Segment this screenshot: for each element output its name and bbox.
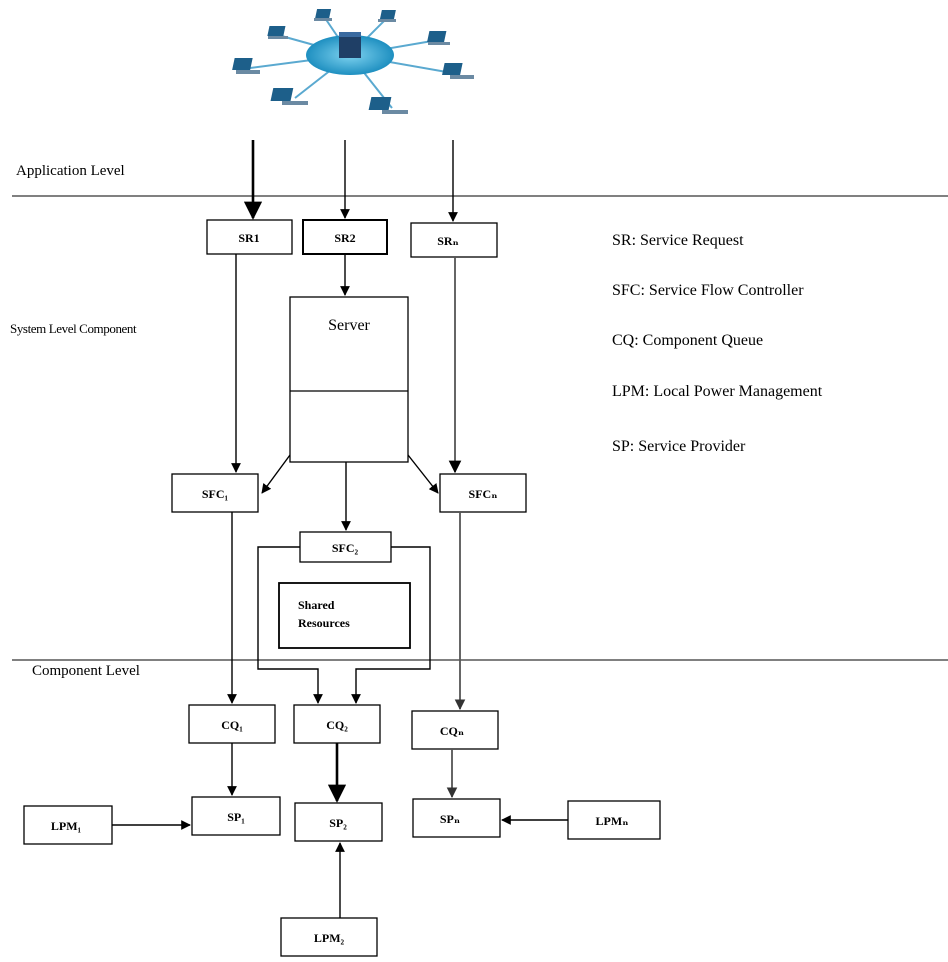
srn-label: SRₙ [437, 234, 459, 248]
lpm2-box: LPM₂ [280, 917, 378, 957]
sfc2-left-path [257, 546, 323, 704]
shared-resources-line1: Shared [298, 598, 335, 612]
laptop-icon [378, 10, 396, 22]
server-tower-icon [339, 32, 361, 58]
cq2-box: CQ₂ [293, 704, 381, 744]
sfc2-box: SFC₂ [299, 531, 392, 563]
shared-resources-line2: Resources [298, 616, 350, 630]
sfcn-box: SFCₙ [439, 473, 527, 513]
lpm1-label: LPM₁ [51, 819, 82, 833]
lpm1-box: LPM₁ [23, 805, 113, 845]
sr1-label: SR1 [238, 231, 259, 245]
laptop-icon [427, 31, 450, 45]
sfc2-label: SFC₂ [332, 541, 359, 555]
laptop-icon [442, 63, 474, 79]
lpmn-box: LPMₙ [567, 800, 661, 840]
arrow-server-to-sfc1 [261, 454, 291, 494]
legend-item-cq: CQ: Component Queue [612, 332, 763, 349]
sr2-label: SR2 [334, 231, 355, 245]
sr2-box: SR2 [302, 219, 388, 255]
cq1-label: CQ₁ [221, 718, 243, 732]
srn-box: SRₙ [410, 222, 498, 258]
sfcn-label: SFCₙ [469, 487, 498, 501]
cq1-box: CQ₁ [188, 704, 276, 744]
laptop-icon [232, 58, 260, 74]
sp1-box: SP₁ [191, 796, 281, 836]
cqn-box: CQₙ [411, 710, 499, 750]
legend-item-sp: SP: Service Provider [612, 438, 746, 455]
sfc1-label: SFC₁ [202, 487, 229, 501]
laptop-icon [267, 26, 288, 39]
component-level-label: Component Level [32, 663, 140, 679]
sp1-label: SP₁ [227, 810, 245, 824]
cq2-label: CQ₂ [326, 718, 348, 732]
laptop-icon [368, 97, 408, 114]
application-level-label: Application Level [16, 163, 125, 179]
shared-resources-box: Shared Resources [278, 582, 411, 649]
sp2-box: SP₂ [294, 802, 383, 842]
sr1-box: SR1 [206, 219, 293, 255]
legend-item-lpm: LPM: Local Power Management [612, 383, 823, 400]
laptop-icon [270, 88, 308, 105]
spn-label: SPₙ [440, 812, 460, 826]
legend-item-sfc: SFC: Service Flow Controller [612, 282, 804, 299]
system-level-label: System Level Component [10, 321, 137, 336]
cqn-label: CQₙ [440, 724, 464, 738]
lpmn-label: LPMₙ [596, 814, 629, 828]
spn-box: SPₙ [412, 798, 501, 838]
lpm2-label: LPM₂ [314, 931, 345, 945]
sfc1-box: SFC₁ [171, 473, 259, 513]
sp2-label: SP₂ [329, 816, 347, 830]
server-label: Server [328, 317, 370, 334]
sfc2-right-path [351, 546, 431, 704]
legend: SR: Service Request SFC: Service Flow Co… [612, 232, 823, 455]
server-box: Server [289, 296, 409, 463]
arrow-server-to-sfcn [407, 454, 439, 494]
legend-item-sr: SR: Service Request [612, 232, 744, 249]
laptop-icon [314, 9, 332, 21]
network-cluster-icon [232, 9, 474, 114]
